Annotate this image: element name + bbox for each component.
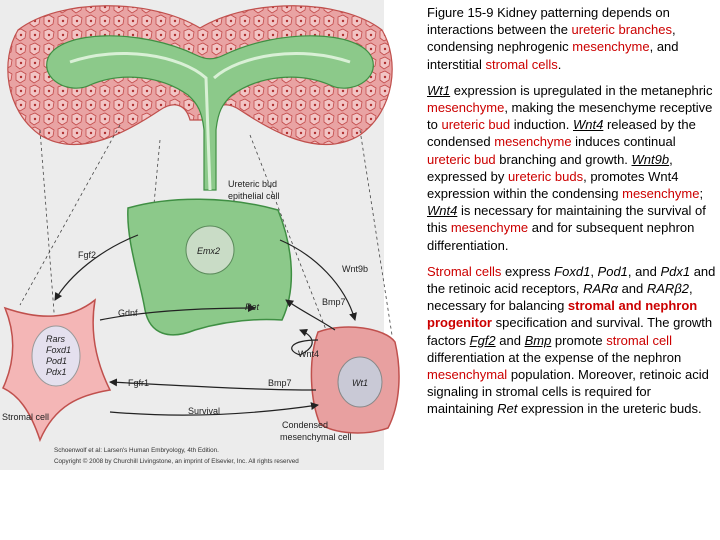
text-run: Figure 15-9 Kidney patterning depends on… bbox=[427, 5, 670, 38]
text-run: branching and growth. bbox=[495, 151, 632, 167]
gene-wnt4: Wnt4 bbox=[573, 117, 604, 133]
arrow-fgf2 bbox=[54, 234, 139, 301]
label-pdx1: Pdx1 bbox=[46, 367, 67, 377]
signaling-arrows bbox=[54, 234, 357, 416]
stromal-nucleus bbox=[31, 325, 81, 387]
text-run: , making the mesenchyme receptive to bbox=[427, 100, 713, 133]
arrow-wnt9b bbox=[279, 239, 357, 321]
gene-rar-beta2: RARβ2 bbox=[646, 281, 689, 297]
ureteric-lumen bbox=[69, 52, 351, 191]
label-pod1: Pod1 bbox=[46, 356, 67, 366]
figure-credit-line-2: Copyright © 2008 by Churchill Livingston… bbox=[54, 457, 299, 465]
text-run: specification and survival. The growth f… bbox=[427, 315, 713, 348]
label-gdnf: Gdnf bbox=[118, 308, 138, 318]
label-epithelial-cell: epithelial cell bbox=[228, 191, 280, 201]
label-survival: Survival bbox=[188, 406, 220, 416]
paragraph-wt1-wnt4: Wt1 expression is upregulated in the met… bbox=[427, 82, 717, 254]
description-text: Figure 15-9 Kidney patterning depends on… bbox=[427, 4, 717, 427]
text-run: expression is upregulated in the metanep… bbox=[450, 82, 713, 98]
text-run: and the retinoic acid receptors, bbox=[427, 263, 716, 297]
label-condensed: Condensed bbox=[282, 420, 328, 430]
highlight-ureteric-bud: ureteric bud bbox=[441, 117, 511, 133]
text-run: , and interstitial bbox=[427, 39, 679, 72]
arrow-survival bbox=[109, 402, 319, 416]
text-run: express bbox=[501, 263, 555, 279]
highlight-stromal-cell: stromal cell bbox=[606, 332, 672, 348]
highlight-mesenchyme: mesenchyme bbox=[572, 39, 650, 55]
text-run: and bbox=[495, 332, 525, 348]
figure-credit-line-1: Schoenwolf et al: Larsen's Human Embryol… bbox=[54, 447, 219, 454]
label-stromal-cell: Stromal cell bbox=[2, 412, 49, 422]
highlight-mesenchyme: mesenchyme bbox=[622, 186, 700, 202]
gene-ret: Ret bbox=[497, 401, 518, 417]
highlight-stromal-nephron-progenitor: stromal and nephron progenitor bbox=[427, 298, 698, 331]
highlight-ureteric-branches: ureteric branches bbox=[571, 22, 672, 38]
label-wnt4: Wnt4 bbox=[298, 349, 319, 359]
arrow-gdnf bbox=[99, 304, 256, 321]
arrow-wnt4 bbox=[291, 329, 319, 356]
text-run: , promotes Wnt4 expression within the co… bbox=[427, 168, 679, 202]
label-bmp7-lower: Bmp7 bbox=[268, 378, 292, 388]
text-run: population. Moreover, retinoic acid sign… bbox=[427, 367, 709, 417]
text-run: expression in the ureteric buds. bbox=[517, 401, 702, 417]
highlight-stromal-cells: stromal cells bbox=[485, 56, 558, 72]
label-ret: Ret bbox=[245, 302, 260, 312]
label-foxd1: Foxd1 bbox=[46, 345, 71, 355]
label-emx2: Emx2 bbox=[197, 246, 220, 256]
label-rars: Rars bbox=[46, 334, 66, 344]
text-run: and for subsequent nephron differentiati… bbox=[427, 220, 695, 253]
label-bmp7-upper: Bmp7 bbox=[322, 297, 346, 307]
text-run: , expressed by bbox=[427, 151, 673, 184]
text-run: and bbox=[617, 281, 647, 297]
highlight-mesenchyme: mesenchyme bbox=[450, 220, 529, 236]
gene-fgf2: Fgf2 bbox=[469, 332, 496, 348]
highlight-mesenchyme: mesenchyme bbox=[427, 100, 505, 116]
text-run: . bbox=[557, 56, 562, 72]
gene-wt1: Wt1 bbox=[427, 82, 451, 98]
gene-wnt4: Wnt4 bbox=[427, 203, 458, 219]
emx2-nucleus bbox=[185, 225, 235, 275]
text-run: induces continual bbox=[571, 134, 676, 150]
gene-bmp: Bmp bbox=[524, 332, 552, 348]
text-run: , necessary for balancing bbox=[427, 281, 693, 314]
text-run: induction. bbox=[510, 117, 573, 133]
paragraph-stromal-cells: Stromal cells express Foxd1, Pod1, and P… bbox=[427, 263, 717, 418]
gene-rar-alpha: RARα bbox=[583, 281, 618, 297]
kidney-patterning-diagram: Ureteric bud epithelial cell Emx2 Ret Fg… bbox=[0, 0, 400, 470]
highlight-mesenchymal: mesenchymal bbox=[427, 367, 508, 383]
gene-foxd1: Foxd1 bbox=[554, 263, 591, 279]
label-fgf2: Fgf2 bbox=[78, 250, 96, 260]
gene-pod1: Pod1 bbox=[597, 263, 628, 279]
text-run: , bbox=[590, 263, 598, 279]
highlight-mesenchyme: mesenchyme bbox=[494, 134, 572, 150]
highlight-ureteric-bud: ureteric bud bbox=[427, 151, 496, 167]
highlight-ureteric-buds: ureteric buds bbox=[507, 168, 584, 184]
text-run: released by the condensed bbox=[427, 117, 696, 150]
label-wt1: Wt1 bbox=[352, 378, 368, 388]
text-run: promote bbox=[551, 332, 607, 348]
ureteric-bud-branches bbox=[46, 35, 374, 191]
text-run: differentiation at the expense of the ne… bbox=[427, 349, 682, 365]
arrow-bmp7-to-stroma bbox=[109, 378, 317, 391]
label-ureteric-bud: Ureteric bud bbox=[228, 179, 277, 189]
gene-wnt9b: Wnt9b bbox=[631, 151, 670, 167]
text-run: is necessary for maintaining the surviva… bbox=[427, 203, 706, 236]
label-fgfr1: Fgfr1 bbox=[128, 378, 149, 388]
text-run: , condensing nephrogenic bbox=[427, 22, 676, 55]
gene-pdx1: Pdx1 bbox=[660, 263, 691, 279]
highlight-stromal-cells: Stromal cells bbox=[427, 263, 502, 279]
label-mesenchymal-cell: mesenchymal cell bbox=[280, 432, 352, 442]
label-wnt9b: Wnt9b bbox=[342, 264, 368, 274]
arrow-bmp7-to-epithelium bbox=[285, 299, 336, 331]
wt1-nucleus bbox=[337, 356, 383, 408]
paragraph-figure-caption: Figure 15-9 Kidney patterning depends on… bbox=[427, 4, 717, 73]
text-run: , and bbox=[627, 263, 661, 279]
text-run: ; bbox=[699, 186, 704, 202]
